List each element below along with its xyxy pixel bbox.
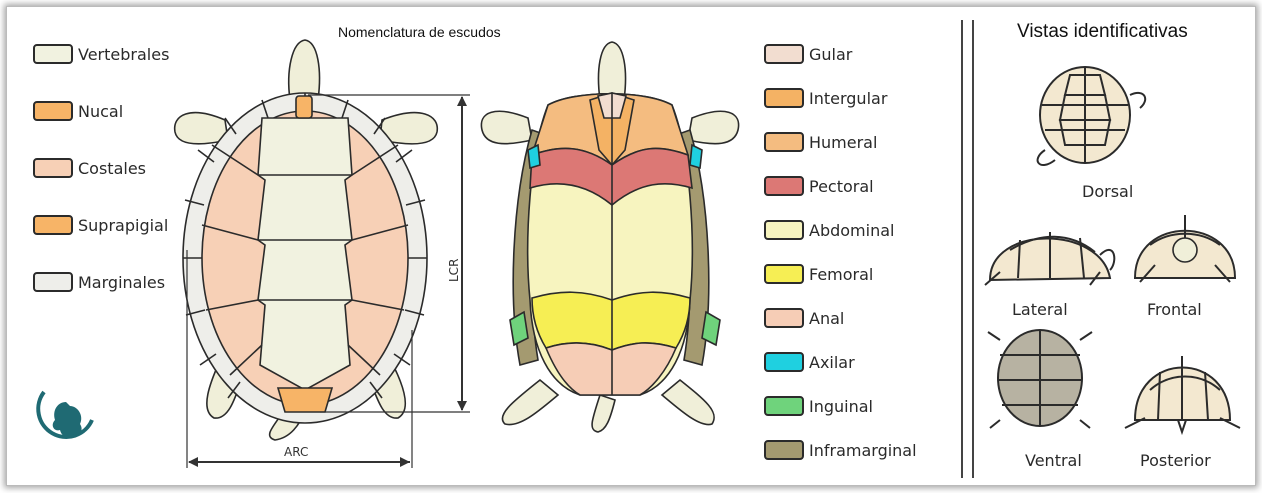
plastron-legend-item: Anal	[765, 309, 844, 328]
view-label-frontal: Frontal	[1147, 300, 1202, 319]
carapace-legend-label: Marginales	[78, 273, 165, 292]
carapace-legend-label: Costales	[78, 159, 146, 178]
plastron-legend-item: Femoral	[765, 265, 873, 284]
plastron-legend-label: Inframarginal	[809, 441, 917, 460]
carapace-legend-item: Marginales	[34, 273, 165, 292]
front-leg-left	[481, 111, 532, 143]
carapace-legend-swatch	[34, 273, 72, 291]
carapace-legend-label: Vertebrales	[78, 45, 169, 64]
plastron-legend-swatch	[765, 45, 803, 63]
carapace-legend: VertebralesNucalCostalesSuprapigialMargi…	[34, 45, 169, 292]
plastron-legend-swatch	[765, 353, 803, 371]
carapace-legend-item: Vertebrales	[34, 45, 169, 64]
plastron-legend-swatch	[765, 133, 803, 151]
carapace-legend-swatch	[34, 159, 72, 177]
plastron-legend-label: Inguinal	[809, 397, 873, 416]
plastron-legend-swatch	[765, 397, 803, 415]
axilar-right	[690, 145, 702, 168]
plastron-legend-swatch	[765, 441, 803, 459]
front-leg-right	[688, 111, 739, 143]
carapace-legend-label: Nucal	[78, 102, 123, 121]
plastron-legend-label: Gular	[809, 45, 853, 64]
plastron-legend-swatch	[765, 265, 803, 283]
plastron-legend-label: Femoral	[809, 265, 873, 284]
plastron-legend-item: Gular	[765, 45, 853, 64]
plastron-legend-label: Pectoral	[809, 177, 874, 196]
plastron-legend-item: Intergular	[765, 89, 888, 108]
view-label-posterior: Posterior	[1140, 451, 1211, 470]
view-label-dorsal: Dorsal	[1082, 182, 1133, 201]
lcr-label: LCR	[447, 259, 461, 282]
inguinal-left	[510, 312, 528, 345]
vertebral-scutes	[258, 118, 352, 390]
plastron-legend-item: Humeral	[765, 133, 877, 152]
plastron-figure	[481, 42, 738, 432]
plastron-legend-item: Abdominal	[765, 221, 894, 240]
back-leg-left	[502, 380, 558, 425]
plastron-legend-label: Axilar	[809, 353, 855, 372]
view-label-lateral: Lateral	[1012, 300, 1068, 319]
carapace-legend-item: Suprapigial	[34, 216, 168, 235]
plastron-legend-swatch	[765, 89, 803, 107]
plastron-legend-label: Intergular	[809, 89, 888, 108]
carapace-legend-item: Nucal	[34, 102, 123, 121]
turtle-logo-icon	[38, 392, 92, 437]
carapace-legend-swatch	[34, 102, 72, 120]
femoral-scutes	[532, 292, 690, 350]
head	[599, 42, 626, 100]
suprapigial-scute	[278, 388, 332, 412]
carapace-figure: LCR ARC	[175, 40, 470, 468]
plastron-legend-item: Inguinal	[765, 397, 873, 416]
view-frontal: Frontal	[1135, 215, 1235, 319]
plastron-legend-label: Humeral	[809, 133, 877, 152]
main-title: Nomenclatura de escudos	[338, 24, 501, 40]
carapace-legend-item: Costales	[34, 159, 146, 178]
view-ventral: Ventral	[988, 330, 1092, 470]
plastron-legend: GularIntergularHumeralPectoralAbdominalF…	[765, 45, 917, 460]
carapace-legend-swatch	[34, 216, 72, 234]
back-leg-right	[662, 380, 714, 425]
plastron-legend-item: Axilar	[765, 353, 855, 372]
head	[289, 40, 320, 100]
plastron-legend-item: Pectoral	[765, 177, 874, 196]
views-title: Vistas identificativas	[1017, 21, 1188, 42]
inguinal-right	[702, 312, 720, 345]
plastron-legend-swatch	[765, 221, 803, 239]
plastron-legend-label: Anal	[809, 309, 844, 328]
view-lateral: Lateral	[985, 232, 1114, 319]
carapace-legend-label: Suprapigial	[78, 216, 168, 235]
view-posterior: Posterior	[1125, 356, 1240, 470]
view-label-ventral: Ventral	[1025, 451, 1082, 470]
tail	[592, 395, 615, 432]
plastron-legend-swatch	[765, 177, 803, 195]
plastron-legend-label: Abdominal	[809, 221, 894, 240]
nucal-scute	[296, 96, 312, 118]
plastron-legend-swatch	[765, 309, 803, 327]
plastron-legend-item: Inframarginal	[765, 441, 917, 460]
arc-label: ARC	[284, 445, 308, 459]
view-dorsal: Dorsal	[1038, 67, 1146, 201]
carapace-legend-swatch	[34, 45, 72, 63]
axilar-left	[528, 145, 540, 168]
